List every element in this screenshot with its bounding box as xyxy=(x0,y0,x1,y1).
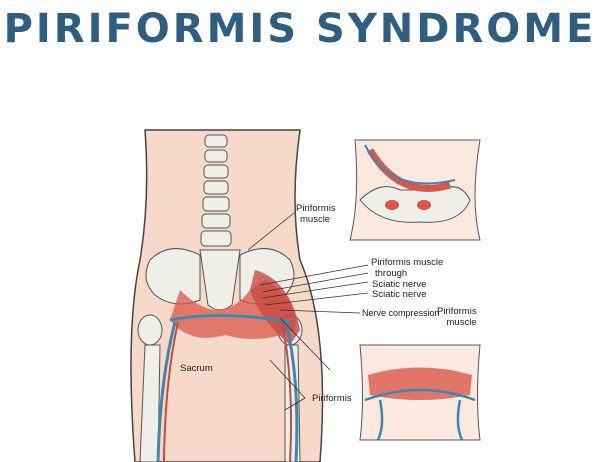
page-title: Piriformis Syndrome xyxy=(3,6,597,52)
label-piriformis-through: Piriformis muscle through xyxy=(371,257,443,279)
label-line: Piriformis xyxy=(437,306,477,317)
label-sciatic-nerve-1: Sciatic nerve xyxy=(372,279,427,290)
label-nerve-compression: Nerve compression xyxy=(362,308,440,318)
main-pelvis-figure xyxy=(130,129,324,462)
label-line: muscle xyxy=(446,317,477,328)
leader-lines xyxy=(247,212,369,411)
label-piriformis-muscle-top: Piriformis muscle xyxy=(296,203,336,225)
label-line: muscle xyxy=(300,214,331,225)
label-sacrum: Sacrum xyxy=(180,363,213,374)
label-piriformis-bottom: Piriformis xyxy=(312,393,352,404)
label-line: Piriformis xyxy=(296,203,336,214)
label-sciatic-nerve-2: Sciatic nerve xyxy=(372,289,427,300)
inset-top-pelvis xyxy=(349,139,481,241)
label-piriformis-muscle-right: Piriformis muscle xyxy=(437,306,477,328)
inset-bottom-muscle xyxy=(359,344,481,441)
label-line: Piriformis muscle xyxy=(371,257,444,268)
label-line: through xyxy=(375,268,408,279)
